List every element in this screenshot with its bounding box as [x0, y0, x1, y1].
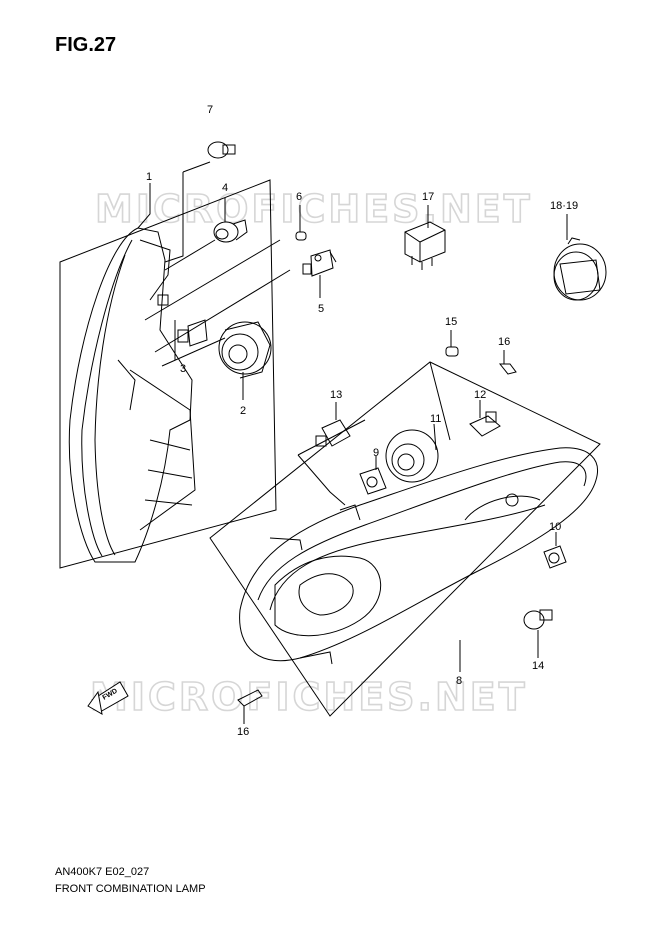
socket-3	[177, 319, 208, 347]
callout-16-top: 16	[498, 336, 510, 348]
assembly-box-left	[59, 179, 277, 569]
callout-15: 15	[445, 316, 457, 328]
callout-17: 17	[422, 191, 434, 203]
socket-4	[213, 219, 248, 243]
forward-arrow-icon: FWD	[87, 681, 129, 715]
callout-12: 12	[474, 389, 486, 401]
inner-box-line	[297, 454, 346, 506]
callout-3: 3	[180, 363, 186, 375]
leader-7	[164, 172, 184, 263]
bulb-6	[295, 231, 307, 241]
callout-10: 10	[549, 521, 561, 533]
bulb-7	[207, 141, 236, 159]
leader-7b	[182, 161, 211, 173]
reflector-18-19	[553, 237, 607, 301]
headlamp-housing	[239, 447, 598, 665]
bulb-15	[445, 330, 459, 357]
socket-12	[469, 400, 501, 437]
callout-8: 8	[456, 675, 462, 687]
screw-16-top	[498, 350, 517, 375]
callout-18-19: 18·19	[550, 200, 578, 212]
leader-4b	[164, 239, 216, 271]
callout-14: 14	[532, 660, 544, 672]
relay-17	[404, 221, 446, 270]
callout-1: 1	[146, 171, 152, 183]
diagram-name: FRONT COMBINATION LAMP	[55, 883, 206, 895]
assembly-box-right	[209, 361, 601, 717]
watermark-top: MICROFICHES.NET	[95, 187, 533, 231]
callout-9: 9	[373, 447, 379, 459]
callout-7: 7	[207, 104, 213, 116]
leader-1	[137, 183, 151, 229]
inner-box-line	[429, 361, 451, 441]
socket-10	[543, 532, 567, 569]
inner-box-line	[297, 419, 366, 456]
screw-16-bottom	[237, 689, 263, 724]
socket-9	[359, 456, 387, 495]
leader-line	[144, 239, 281, 321]
turn-signal-lens	[68, 227, 196, 563]
callout-6: 6	[296, 191, 302, 203]
reflector-11	[385, 423, 439, 483]
bulb-13	[315, 402, 351, 447]
callout-16-bottom: 16	[237, 726, 249, 738]
callout-2: 2	[240, 405, 246, 417]
figure-title: FIG.27	[55, 34, 117, 56]
leader-line	[161, 337, 226, 367]
callout-11: 11	[430, 413, 441, 425]
callout-5: 5	[318, 303, 324, 315]
callout-13: 13	[330, 389, 342, 401]
bulb-14	[523, 609, 553, 658]
diagram-code: AN400K7 E02_027	[55, 866, 150, 878]
bulb-5	[302, 249, 337, 277]
reflector-2	[218, 321, 272, 379]
callout-4: 4	[222, 182, 228, 194]
